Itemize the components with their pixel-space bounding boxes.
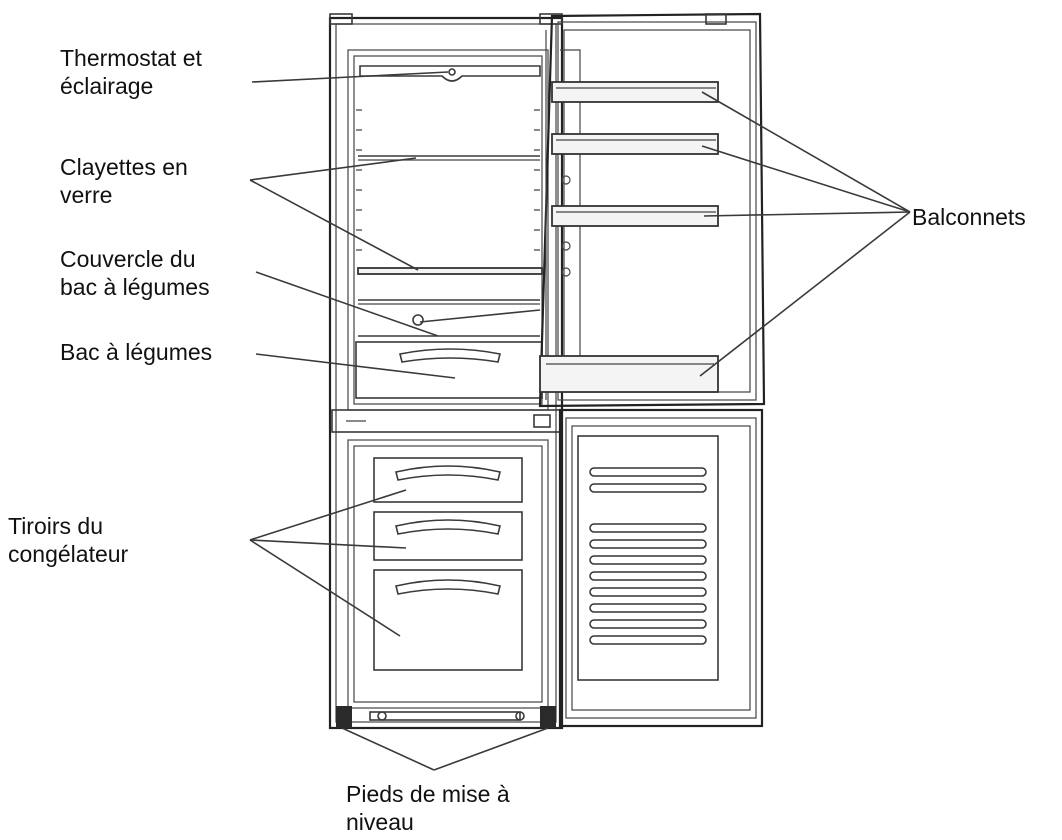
freezer-compartment <box>347 439 549 709</box>
leader-lines <box>249 71 911 771</box>
label-tiroirs-line-1: Tiroirs du <box>8 513 103 539</box>
label-couvercle-line-1: Couvercle du <box>60 246 196 272</box>
leader-balconnets-4 <box>699 211 911 377</box>
label-bac-line-1: Bac à légumes <box>60 339 213 365</box>
freezer-drawer-1 <box>373 457 523 503</box>
fridge-body <box>328 13 564 730</box>
leader-pieds-2 <box>433 727 549 771</box>
fridge-compartment <box>347 49 549 411</box>
label-thermostat-line-2: éclairage <box>60 73 154 99</box>
label-pieds-line-2: niveau <box>346 809 414 835</box>
leveling-feet <box>336 706 556 728</box>
label-thermostat: Thermostat et éclairage <box>60 44 202 100</box>
shelf-rails <box>356 109 540 251</box>
label-tiroirs: Tiroirs du congélateur <box>8 512 128 568</box>
label-balconnets-line-1: Balconnets <box>912 204 1026 230</box>
leader-balconnets-2 <box>701 145 911 213</box>
leader-clayettes-2 <box>249 179 419 271</box>
glass-shelves <box>357 155 543 275</box>
label-clayettes-line-2: verre <box>60 182 113 208</box>
freezer-drawer-3 <box>373 569 523 671</box>
label-clayettes: Clayettes en verre <box>60 153 188 209</box>
door-balcony-2 <box>551 133 719 155</box>
leader-couvercle-2 <box>419 309 541 323</box>
fridge-door <box>538 12 766 408</box>
door-balcony-1 <box>551 81 719 103</box>
leader-tiroirs-2 <box>249 539 407 549</box>
freezer-drawer-2 <box>373 511 523 561</box>
label-couvercle-line-2: bac à légumes <box>60 274 210 300</box>
label-pieds: Pieds de mise à niveau <box>346 780 510 836</box>
label-couvercle: Couvercle du bac à légumes <box>60 245 210 301</box>
label-clayettes-line-1: Clayettes en <box>60 154 188 180</box>
label-thermostat-line-1: Thermostat et <box>60 45 202 71</box>
leader-pieds-1 <box>341 727 435 771</box>
leader-clayettes-1 <box>249 157 417 181</box>
leader-thermostat <box>251 71 449 83</box>
leader-tiroirs-1 <box>249 489 407 541</box>
divider-strip <box>331 409 561 433</box>
leader-balconnets-3 <box>703 211 911 217</box>
leader-bac <box>255 353 456 379</box>
crisper-lid <box>358 299 540 337</box>
door-balcony-3 <box>551 205 719 227</box>
leader-balconnets-1 <box>701 91 911 213</box>
label-pieds-line-1: Pieds de mise à <box>346 781 510 807</box>
label-tiroirs-line-2: congélateur <box>8 541 129 567</box>
door-balcony-bottom <box>539 355 719 393</box>
freezer-door <box>558 408 764 728</box>
label-bac: Bac à légumes <box>60 338 212 366</box>
leader-couvercle-1 <box>255 271 439 337</box>
freezer-vents <box>589 467 707 645</box>
label-balconnets: Balconnets <box>912 203 1026 231</box>
leader-tiroirs-3 <box>249 539 401 637</box>
